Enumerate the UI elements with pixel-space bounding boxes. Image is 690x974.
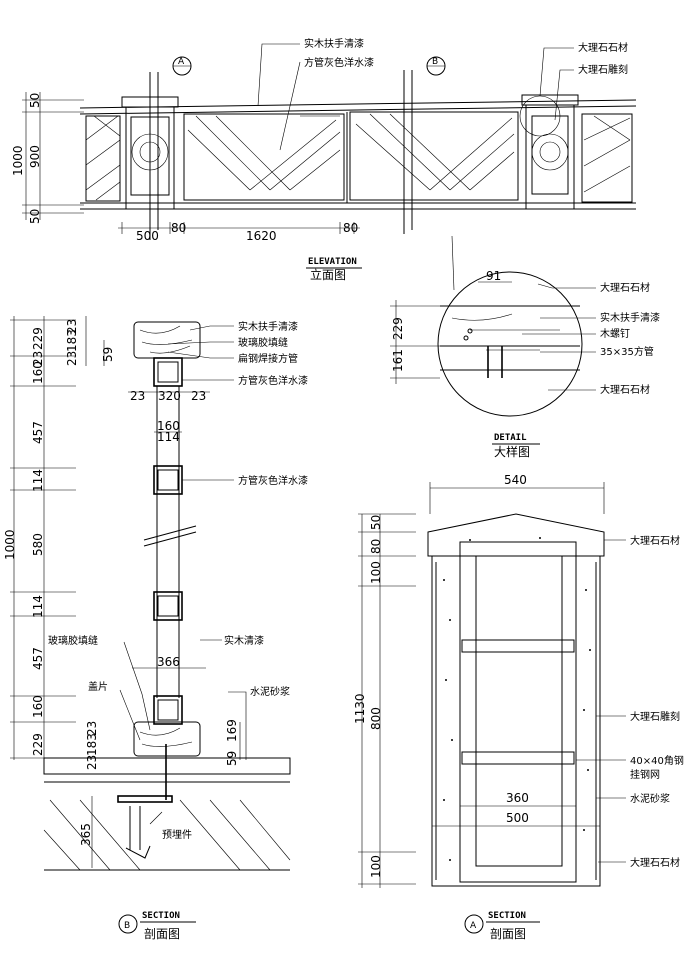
detail-label-screw: 木螺钉: [600, 328, 630, 340]
elevation-drawing: [79, 70, 637, 240]
secb-dim-320: 320: [158, 389, 181, 403]
secb-small-23b: 23: [65, 351, 79, 366]
secb-label-cover: 盖片: [88, 680, 108, 693]
elev-dim-500: 500: [136, 229, 159, 243]
elev-dim-80b: 80: [343, 221, 358, 235]
secb-dim-1000: 1000: [3, 529, 17, 560]
elevation-title-en: ELEVATION: [308, 257, 357, 267]
elev-label-handrail: 实木扶手清漆: [304, 37, 364, 50]
secb-dim-160-bot: 160: [31, 695, 45, 718]
secb-bsmall-23a: 23: [85, 721, 99, 736]
seca-dim-100b: 100: [369, 855, 383, 878]
secb-label-embed: 预埋件: [162, 829, 192, 841]
secb-dim-114-bot: 114: [31, 595, 45, 618]
elev-label-marble: 大理石石材: [578, 41, 628, 54]
seca-title-cn: 剖面图: [490, 927, 526, 941]
secb-label-tube-paint1: 方管灰色洋水漆: [238, 374, 308, 387]
detail-label-tube: 35×35方管: [600, 345, 654, 358]
seca-label-marble2: 大理石石材: [630, 856, 680, 869]
elev-label-marble-carving: 大理石雕刻: [578, 63, 628, 76]
detail-dim-161: 161: [391, 349, 405, 372]
seca-title-en: SECTION: [488, 911, 526, 921]
detail-label-handrail: 实木扶手清漆: [600, 311, 660, 324]
seca-label-marble: 大理石石材: [630, 534, 680, 547]
secb-dim-114: 114: [157, 430, 180, 444]
secb-bsmall-183: 183: [85, 733, 99, 756]
marble-stipple: [443, 537, 591, 861]
secb-label-glass-glue2: 玻璃胶填缝: [48, 634, 98, 647]
svg-text:A: A: [178, 57, 185, 67]
detail-label-marble2: 大理石石材: [600, 383, 650, 396]
section-a-drawing: [427, 513, 605, 887]
seca-label-angle2: 挂钢网: [630, 768, 660, 781]
marker-a-section: A: [464, 914, 484, 934]
marker-b-section: B: [118, 914, 138, 934]
seca-label-carving: 大理石雕刻: [630, 710, 680, 723]
seca-dim-50: 50: [369, 515, 383, 530]
secb-dim-457-top: 457: [31, 421, 45, 444]
elev-dim-mid: 900: [28, 145, 42, 168]
secb-dim-114-top: 114: [31, 469, 45, 492]
secb-dim-160: 160: [157, 419, 180, 433]
secb-label-glass-glue: 玻璃胶填缝: [238, 336, 288, 349]
secb-dim-160-top: 160: [31, 361, 45, 384]
seca-dim-800: 800: [369, 707, 383, 730]
secb-label-wood: 实木清漆: [224, 634, 264, 647]
detail-dim-229: 229: [391, 317, 405, 340]
marker-b-elevation: B: [426, 56, 446, 76]
elevation-title-cn: 立面图: [310, 267, 346, 282]
secb-small-183: 183: [65, 329, 79, 352]
secb-small-59: 59: [101, 347, 115, 362]
svg-text:B: B: [124, 921, 130, 931]
secb-bsmall-59: 59: [225, 751, 239, 766]
seca-dim-540: 540: [504, 473, 527, 487]
seca-dim-1130: 1130: [353, 693, 367, 724]
secb-label-tube-paint2: 方管灰色洋水漆: [238, 474, 308, 487]
secb-dim-23a: 23: [130, 389, 145, 403]
seca-label-mortar: 水泥砂浆: [630, 792, 670, 805]
secb-dim-229-top: 229: [31, 327, 45, 350]
secb-label-handrail: 实木扶手清漆: [238, 320, 298, 333]
elevation-diagonal-pattern: [187, 113, 515, 191]
secb-bsmall-169: 169: [225, 719, 239, 742]
elev-dim-total: 1000: [11, 145, 25, 176]
secb-title-cn: 剖面图: [144, 927, 180, 941]
marker-a-elevation: A: [172, 56, 192, 76]
elev-dim-top: 50: [28, 93, 42, 108]
elev-dim-1620: 1620: [246, 229, 277, 243]
seca-dim-80: 80: [369, 539, 383, 554]
section-b-drawing: [43, 321, 291, 871]
secb-label-mortar: 水泥砂浆: [250, 685, 290, 698]
secb-small-23a: 23: [65, 319, 79, 334]
secb-dim-366: 366: [157, 655, 180, 669]
detail-drawing: [437, 271, 583, 417]
secb-dim-457-bot: 457: [31, 647, 45, 670]
detail-label-marble: 大理石石材: [600, 281, 650, 294]
elev-label-tube-paint: 方管灰色洋水漆: [304, 56, 374, 69]
secb-title-en: SECTION: [142, 911, 180, 921]
secb-dim-23b: 23: [191, 389, 206, 403]
detail-title-cn: 大样图: [494, 444, 530, 459]
seca-dim-500: 500: [506, 811, 529, 825]
secb-dim-580: 580: [31, 533, 45, 556]
svg-text:A: A: [470, 921, 477, 931]
detail-title-en: DETAIL: [494, 433, 527, 443]
secb-bsmall-23b: 23: [85, 755, 99, 770]
svg-text:B: B: [432, 57, 438, 67]
secb-dim-229-bot: 229: [31, 733, 45, 756]
seca-dim-100a: 100: [369, 561, 383, 584]
seca-label-angle1: 40×40角钢: [630, 754, 684, 767]
elev-dim-bot: 50: [28, 209, 42, 224]
detail-dim-91: 91: [486, 269, 501, 283]
secb-dim-23-top: 23: [31, 351, 45, 366]
secb-dim-365: 365: [79, 823, 93, 846]
seca-dim-360: 360: [506, 791, 529, 805]
ground-hatch: [43, 799, 291, 871]
elev-dim-80a: 80: [171, 221, 186, 235]
secb-label-flat-steel: 扁钢焊接方管: [238, 352, 298, 365]
